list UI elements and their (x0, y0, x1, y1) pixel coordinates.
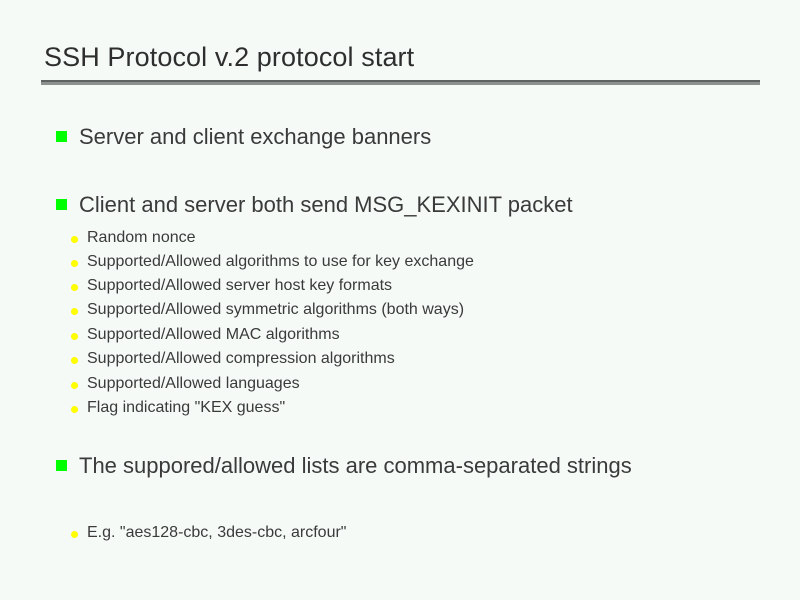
dot-bullet-icon (71, 357, 78, 364)
bullet-level2: Supported/Allowed server host key format… (71, 276, 392, 296)
dot-bullet-icon (71, 236, 78, 243)
bullet-level2: Flag indicating "KEX guess" (71, 398, 285, 418)
bullet-level2: E.g. "aes128-cbc, 3des-cbc, arcfour" (71, 523, 346, 543)
bullet-level2-text: Supported/Allowed server host key format… (87, 277, 393, 294)
bullet-level2-text: Supported/Allowed MAC algorithms (87, 326, 340, 343)
dot-bullet-icon (71, 333, 78, 340)
dot-bullet-icon (71, 382, 78, 389)
bullet-level2-text: Supported/Allowed algorithms to use for … (87, 253, 474, 270)
bullet-level1: Server and client exchange banners (56, 122, 431, 152)
square-bullet-icon (56, 460, 67, 471)
dot-bullet-icon (71, 531, 78, 538)
bullet-level2-text: Flag indicating "KEX guess" (87, 399, 286, 416)
bullet-level2: Supported/Allowed languages (71, 374, 300, 394)
title-divider (41, 80, 760, 85)
bullet-level2: Supported/Allowed compression algorithms (71, 349, 395, 369)
bullet-level2-text: Supported/Allowed compression algorithms (87, 350, 395, 367)
dot-bullet-icon (71, 260, 78, 267)
bullet-level1-text: Client and server both send MSG_KEXINIT … (79, 192, 573, 217)
dot-bullet-icon (71, 284, 78, 291)
bullet-level1-text: The suppored/allowed lists are comma-sep… (79, 453, 632, 478)
bullet-level2: Supported/Allowed MAC algorithms (71, 325, 340, 345)
bullet-level2-text: Supported/Allowed languages (87, 375, 300, 392)
bullet-level2: Supported/Allowed algorithms to use for … (71, 252, 474, 272)
bullet-level2-text: Random nonce (87, 229, 196, 246)
bullet-level2: Supported/Allowed symmetric algorithms (… (71, 300, 464, 320)
bullet-level2-text: E.g. "aes128-cbc, 3des-cbc, arcfour" (87, 524, 347, 541)
square-bullet-icon (56, 131, 67, 142)
bullet-level1-text: Server and client exchange banners (79, 124, 432, 149)
slide-title: SSH Protocol v.2 protocol start (44, 42, 415, 72)
bullet-level1: Client and server both send MSG_KEXINIT … (56, 190, 573, 220)
square-bullet-icon (56, 199, 67, 210)
bullet-level2-text: Supported/Allowed symmetric algorithms (… (87, 301, 465, 318)
bullet-level1: The suppored/allowed lists are comma-sep… (56, 451, 632, 481)
dot-bullet-icon (71, 308, 78, 315)
dot-bullet-icon (71, 406, 78, 413)
bullet-level2: Random nonce (71, 228, 196, 248)
